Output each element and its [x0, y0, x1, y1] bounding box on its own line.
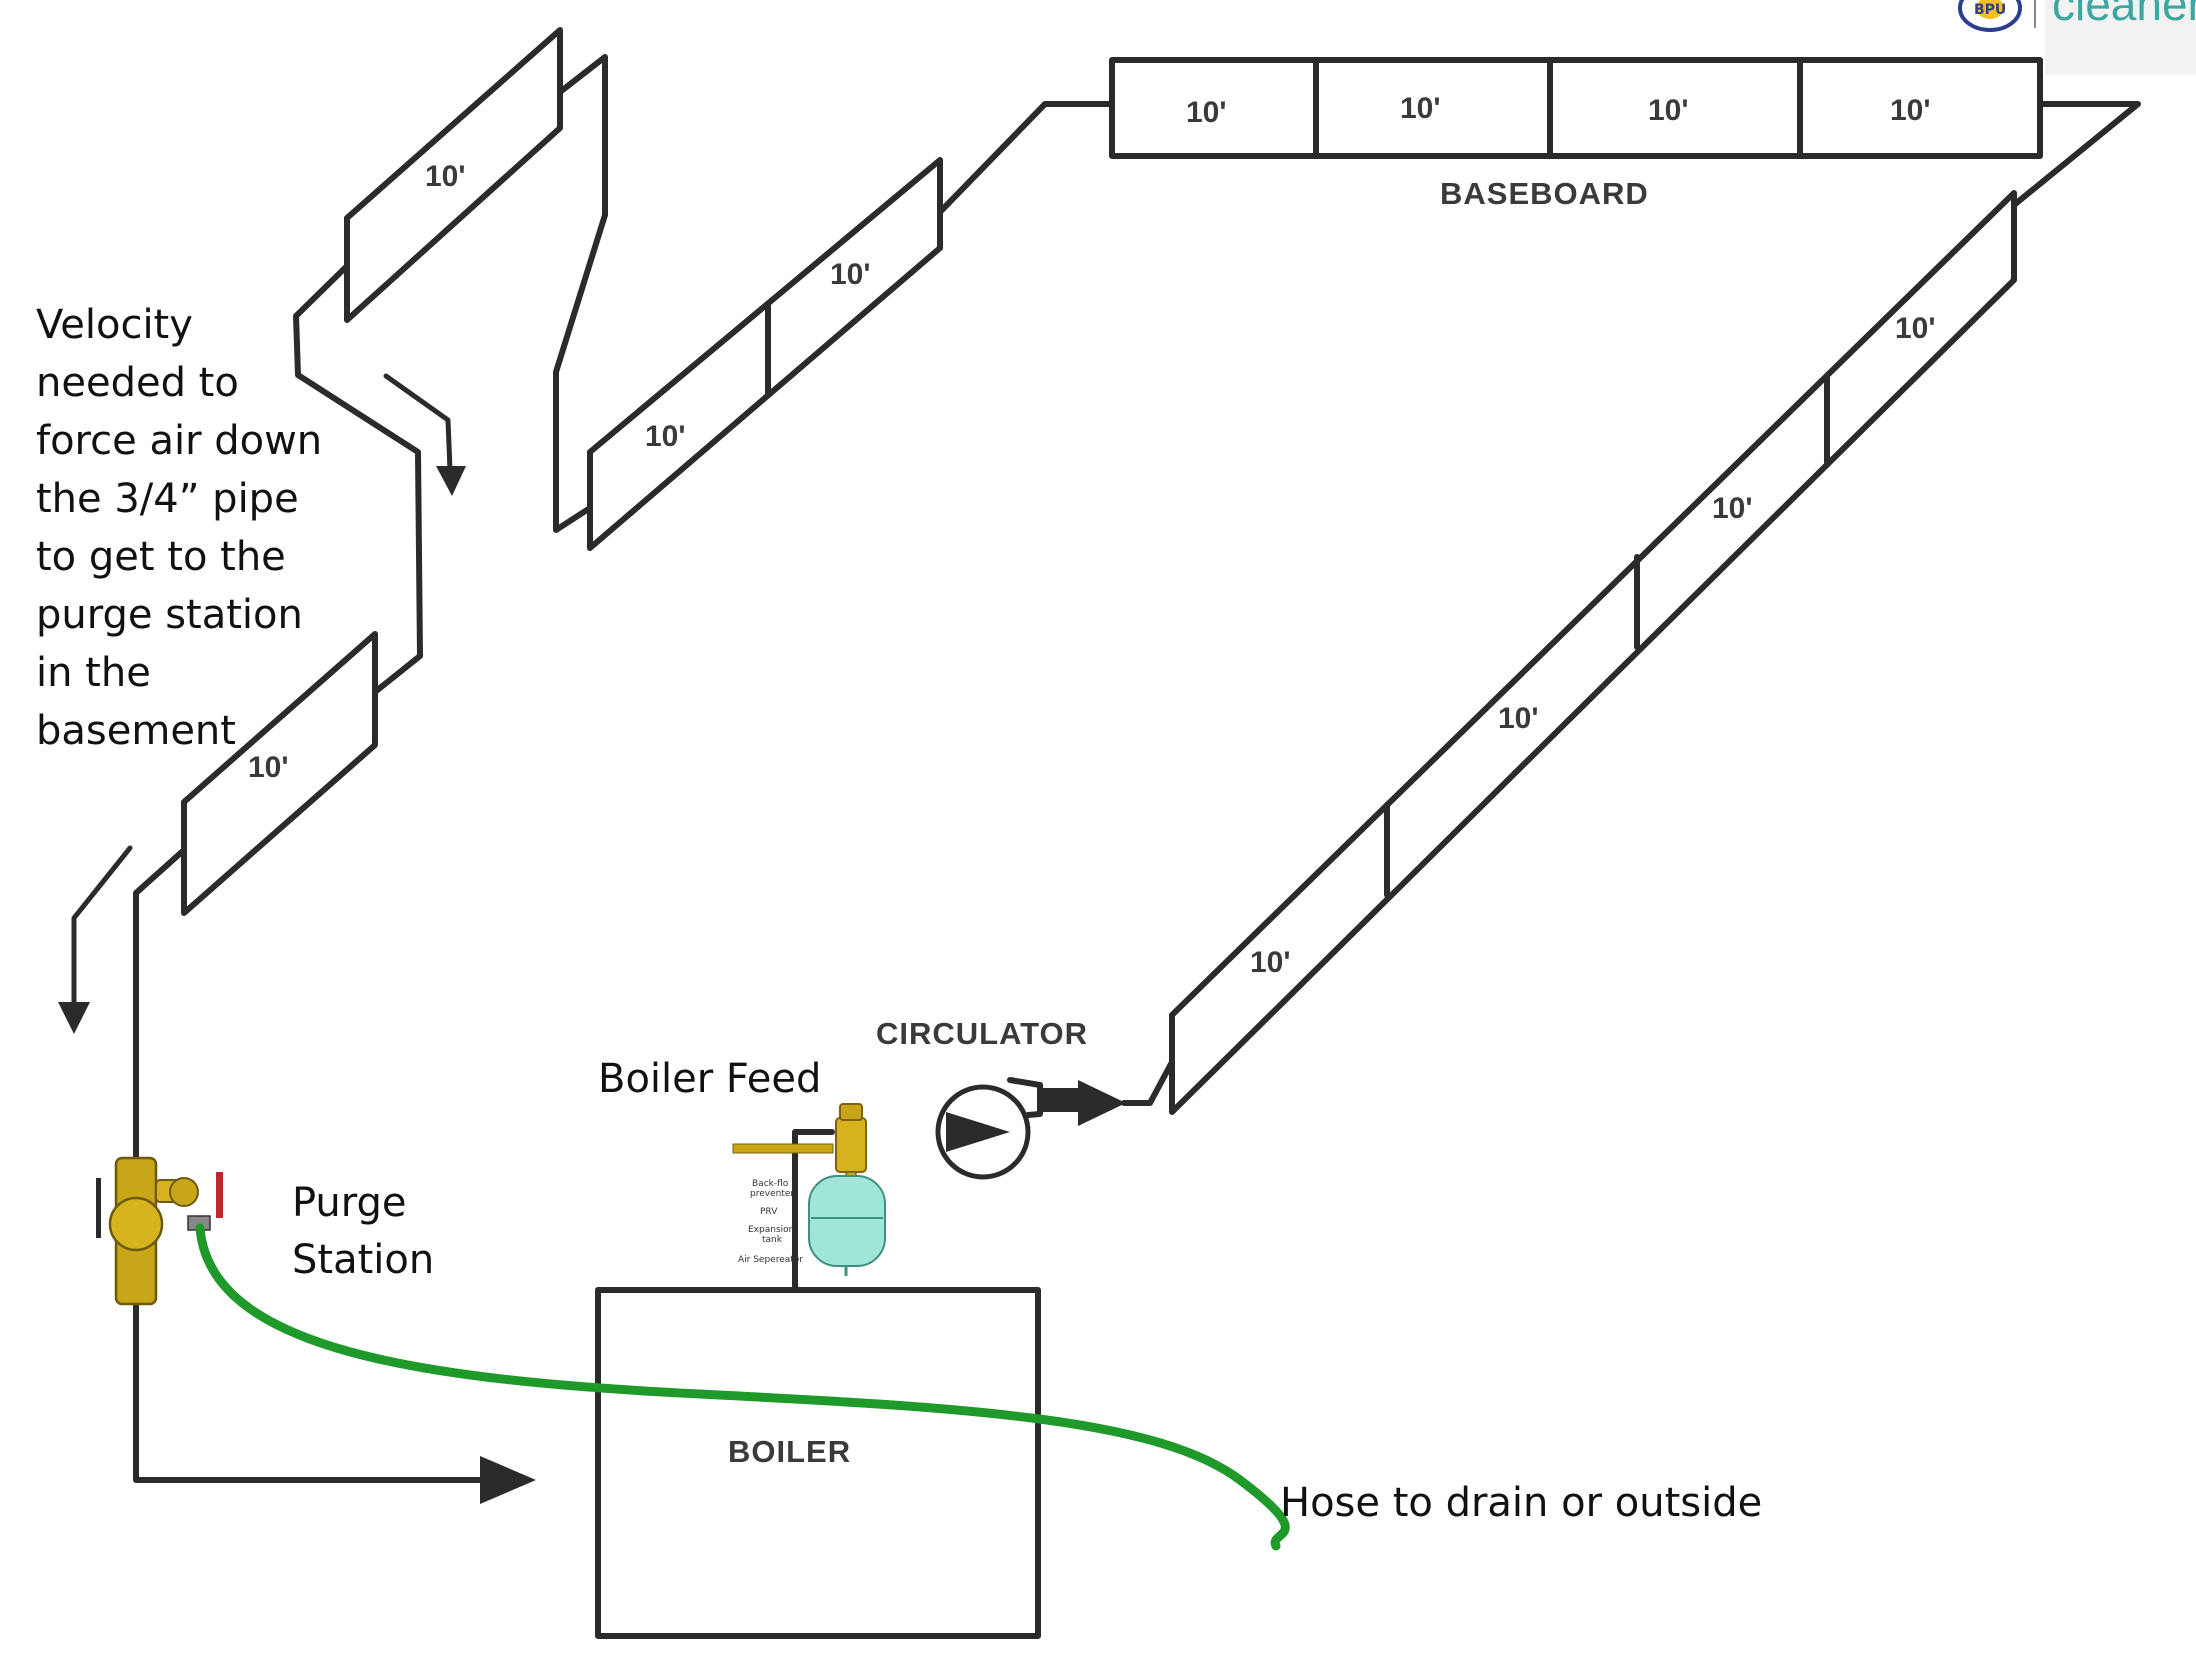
part-label: Air Sepereator — [738, 1255, 803, 1265]
boiler-feed-assembly: Boiler Feed Back-flo preventer PRV Expan… — [598, 1056, 886, 1276]
pipe-boiler-supply — [792, 1129, 835, 1293]
segment-label: 10' — [1250, 946, 1291, 979]
pipe-zigzag-upper — [553, 54, 608, 533]
circulator-arrow-icon — [946, 1112, 1010, 1152]
air-flow-arrows — [58, 373, 466, 1034]
arrow-head-icon — [436, 466, 466, 496]
logo-text: cleaner — [2052, 0, 2196, 30]
note-line: force air down — [36, 418, 322, 464]
note-line: in the — [36, 650, 151, 696]
drain-hose: Hose to drain or outside — [195, 1223, 1762, 1551]
logo-badge-shield-icon — [1976, 0, 2004, 19]
pipe-down-to-purge — [133, 847, 187, 1163]
pipe-right-return — [2011, 101, 2141, 208]
circulator-label: CIRCULATOR — [876, 1016, 1088, 1051]
hose-line — [195, 1223, 1290, 1551]
segment-label: 10' — [1648, 94, 1689, 127]
pipe-circulator-outlet — [1121, 1059, 1175, 1106]
boiler: BOILER — [595, 1287, 1041, 1639]
purge-drain-valve-icon — [169, 1177, 199, 1207]
piping — [133, 54, 2141, 1504]
segment-label: 10' — [830, 258, 871, 291]
note-line: the 3/4” pipe — [36, 476, 299, 522]
arrow-head-icon — [58, 1002, 90, 1034]
segment-label: 10' — [1712, 492, 1753, 525]
velocity-note: Velocity needed to force air down the 3/… — [36, 302, 322, 754]
valve-handle-icon — [216, 1172, 223, 1218]
note-line: Velocity — [36, 302, 193, 348]
air-flow-arrow-lower — [71, 845, 133, 1011]
segment-label: 10' — [1895, 312, 1936, 345]
pipe-return-to-boiler — [133, 1297, 483, 1483]
note-line: purge station — [36, 592, 303, 638]
flow-arrow-icon — [1078, 1080, 1126, 1126]
segment-label: 10' — [1186, 96, 1227, 129]
valve-lever-icon — [96, 1178, 101, 1238]
note-line: to get to the — [36, 534, 286, 580]
purge-station-label-line2: Station — [292, 1237, 434, 1283]
note-line: needed to — [36, 360, 239, 406]
part-label: preventer — [750, 1189, 794, 1199]
boiler-box — [595, 1287, 1041, 1639]
part-label: PRV — [760, 1207, 778, 1217]
baseboard-diagonal-long — [1169, 190, 2017, 1115]
segment-label: 10' — [425, 160, 466, 193]
boiler-label: BOILER — [728, 1434, 851, 1469]
logo-background — [2045, 0, 2196, 75]
logo: BPU cleaner — [1958, 0, 2196, 75]
baseboard-top-row — [1109, 57, 2043, 159]
baseboard-title: BASEBOARD — [1440, 176, 1649, 211]
purge-station: Purge Station — [96, 1156, 434, 1306]
prv-valve-icon — [835, 1117, 867, 1173]
segment-label: 10' — [645, 420, 686, 453]
part-label: Expansion — [748, 1225, 794, 1235]
hose-label: Hose to drain or outside — [1280, 1480, 1762, 1526]
circulator: CIRCULATOR — [876, 1016, 1126, 1180]
expansion-tank-icon — [808, 1175, 886, 1267]
baseboard-upper-left — [344, 27, 563, 323]
pipe-baseboard-left — [937, 101, 1115, 215]
air-flow-arrow-upper — [383, 373, 453, 473]
segment-label: 10' — [1890, 94, 1931, 127]
return-arrow-icon — [480, 1456, 536, 1504]
purge-station-label-line1: Purge — [292, 1180, 407, 1226]
circulator-outlet-pipe — [1040, 1088, 1080, 1112]
segment-label: 10' — [248, 751, 289, 784]
baseboard-segments: 10' 10' 10' 10' BASEBOARD 10' 10' 10' 10… — [181, 27, 2043, 1115]
logo-badge-text: BPU — [1974, 2, 2006, 18]
boiler-feed-label: Boiler Feed — [598, 1056, 821, 1102]
prv-cap-icon — [839, 1103, 863, 1121]
purge-ball-valve-icon — [108, 1196, 164, 1252]
baseboard-lower-left — [181, 631, 378, 916]
feed-pipe — [732, 1143, 834, 1154]
part-label: Back-flo — [752, 1179, 789, 1189]
note-line: basement — [36, 708, 236, 754]
segment-label: 10' — [1498, 702, 1539, 735]
pipe-zigzag-lower — [293, 263, 423, 695]
part-label: tank — [762, 1235, 783, 1245]
segment-label: 10' — [1400, 92, 1441, 125]
